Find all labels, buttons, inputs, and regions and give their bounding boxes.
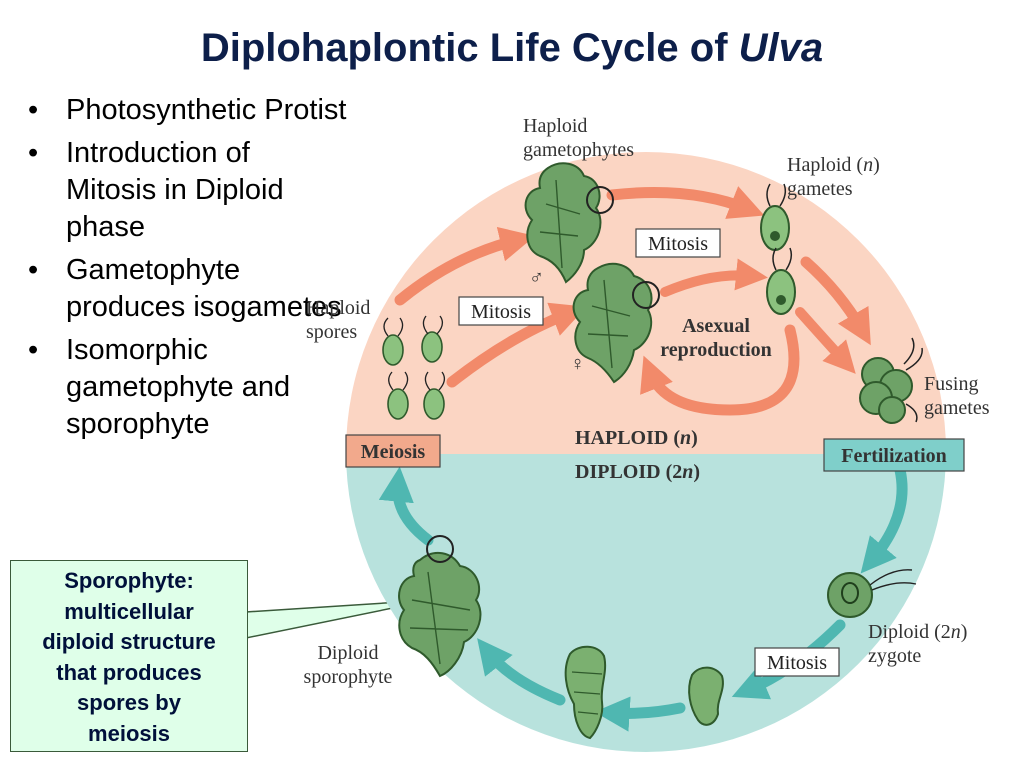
- label-italic: n: [863, 154, 873, 176]
- young-sporophyte-tall: [564, 645, 607, 740]
- fertilization-label: Fertilization: [841, 445, 947, 467]
- callout-line: multicellular: [64, 598, 194, 624]
- label-part: ): [873, 154, 880, 176]
- haploid-gamete-top: [760, 183, 790, 251]
- callout-line: spores by: [77, 690, 181, 716]
- fusing-gametes: [859, 337, 923, 424]
- title-italic: Ulva: [738, 26, 824, 70]
- arrow-spores-to-gametophyte: [394, 226, 536, 306]
- young-sporophyte-small: [688, 666, 724, 726]
- label-line: gametes: [787, 178, 853, 200]
- bullet-item: Photosynthetic Protist: [28, 92, 348, 129]
- mitosis-bottom-label: Mitosis: [767, 652, 827, 674]
- haploid-gamete-bottom: [766, 247, 796, 315]
- arrow-sporophyte-to-meiosis: [378, 466, 434, 546]
- female-gametophyte: [572, 262, 660, 384]
- mitosis-left-label: Mitosis: [471, 301, 531, 323]
- label-part: Diploid (2: [868, 621, 951, 643]
- label-line: Asexual: [682, 315, 750, 337]
- haploid-gametes-label: Haploid (n) gametes: [787, 154, 880, 200]
- label-part: DIPLOID (2: [575, 461, 682, 483]
- bullet-list: Photosynthetic Protist Introduction of M…: [28, 92, 348, 449]
- callout-line: meiosis: [88, 720, 170, 746]
- label-line: sporophyte: [304, 666, 393, 688]
- label-line: gametes: [924, 397, 990, 419]
- arrow-gametophyte-to-gametes: [606, 186, 765, 219]
- label-part: ): [961, 621, 968, 643]
- label-part: ): [691, 427, 698, 449]
- fertilization-box: [823, 438, 965, 472]
- diploid-phase-label: DIPLOID (2n): [575, 461, 700, 483]
- label-part: ): [693, 461, 700, 483]
- callout-line: diploid structure: [42, 629, 216, 655]
- arrow-gametes-to-fusing: [800, 256, 871, 346]
- title-text: Diplohaplontic Life Cycle of: [200, 26, 728, 70]
- label-line: Haploid: [306, 297, 370, 319]
- mitosis-top-box: [635, 228, 721, 258]
- label-part: Haploid (: [787, 154, 863, 176]
- diploid-sporophyte: [398, 535, 482, 678]
- label-line: Haploid: [523, 115, 587, 137]
- label-line: Fusing: [924, 373, 978, 395]
- diploid-zygote-label: Diploid (2n) zygote: [868, 621, 967, 667]
- callout-line: Sporophyte:: [64, 568, 194, 593]
- mitosis-bottom-box: [754, 647, 840, 677]
- meiosis-box: [345, 434, 441, 468]
- label-italic: n: [680, 427, 691, 449]
- arrow-fertilization-to-zygote: [860, 464, 908, 574]
- bullet-item: Introduction of Mitosis in Diploid phase: [28, 135, 348, 246]
- label-line: Diploid: [317, 642, 378, 664]
- label-line: gametophytes: [523, 139, 634, 161]
- label-italic: n: [682, 461, 693, 483]
- arrow-spores-to-female: [446, 302, 587, 388]
- diploid-zygote: [827, 569, 917, 618]
- meiosis-label: Meiosis: [361, 441, 426, 463]
- page-title: Diplohaplontic Life Cycle of Ulva: [0, 26, 1024, 71]
- label-line: spores: [306, 321, 357, 343]
- haploid-spores: [382, 315, 446, 420]
- sporophyte-callout: Sporophyte: multicellular diploid struct…: [10, 560, 248, 752]
- bullet-item: Isomorphic gametophyte and sporophyte: [28, 332, 348, 443]
- mitosis-top-label: Mitosis: [648, 233, 708, 255]
- female-symbol: ♀: [570, 353, 585, 375]
- arrow-gametes-to-fusing-2: [795, 307, 856, 374]
- label-line: zygote: [868, 645, 921, 667]
- haploid-phase-label: HAPLOID (n): [575, 427, 698, 449]
- arrow-young-to-sporophyte: [477, 638, 566, 706]
- mitosis-left-box: [458, 296, 544, 326]
- arrow-mitosis-to-young-plant: [594, 696, 686, 732]
- arrow-asexual-loop: [640, 324, 800, 416]
- label-line: reproduction: [660, 339, 772, 361]
- male-gametophyte: [524, 162, 614, 284]
- label-italic: n: [951, 621, 961, 643]
- callout-line: that produces: [56, 659, 202, 685]
- arrow-female-to-gametes: [660, 258, 768, 297]
- bullet-item: Gametophyte produces isogametes: [28, 252, 348, 326]
- male-symbol: ♂: [529, 267, 544, 289]
- label-part: HAPLOID (: [575, 427, 680, 449]
